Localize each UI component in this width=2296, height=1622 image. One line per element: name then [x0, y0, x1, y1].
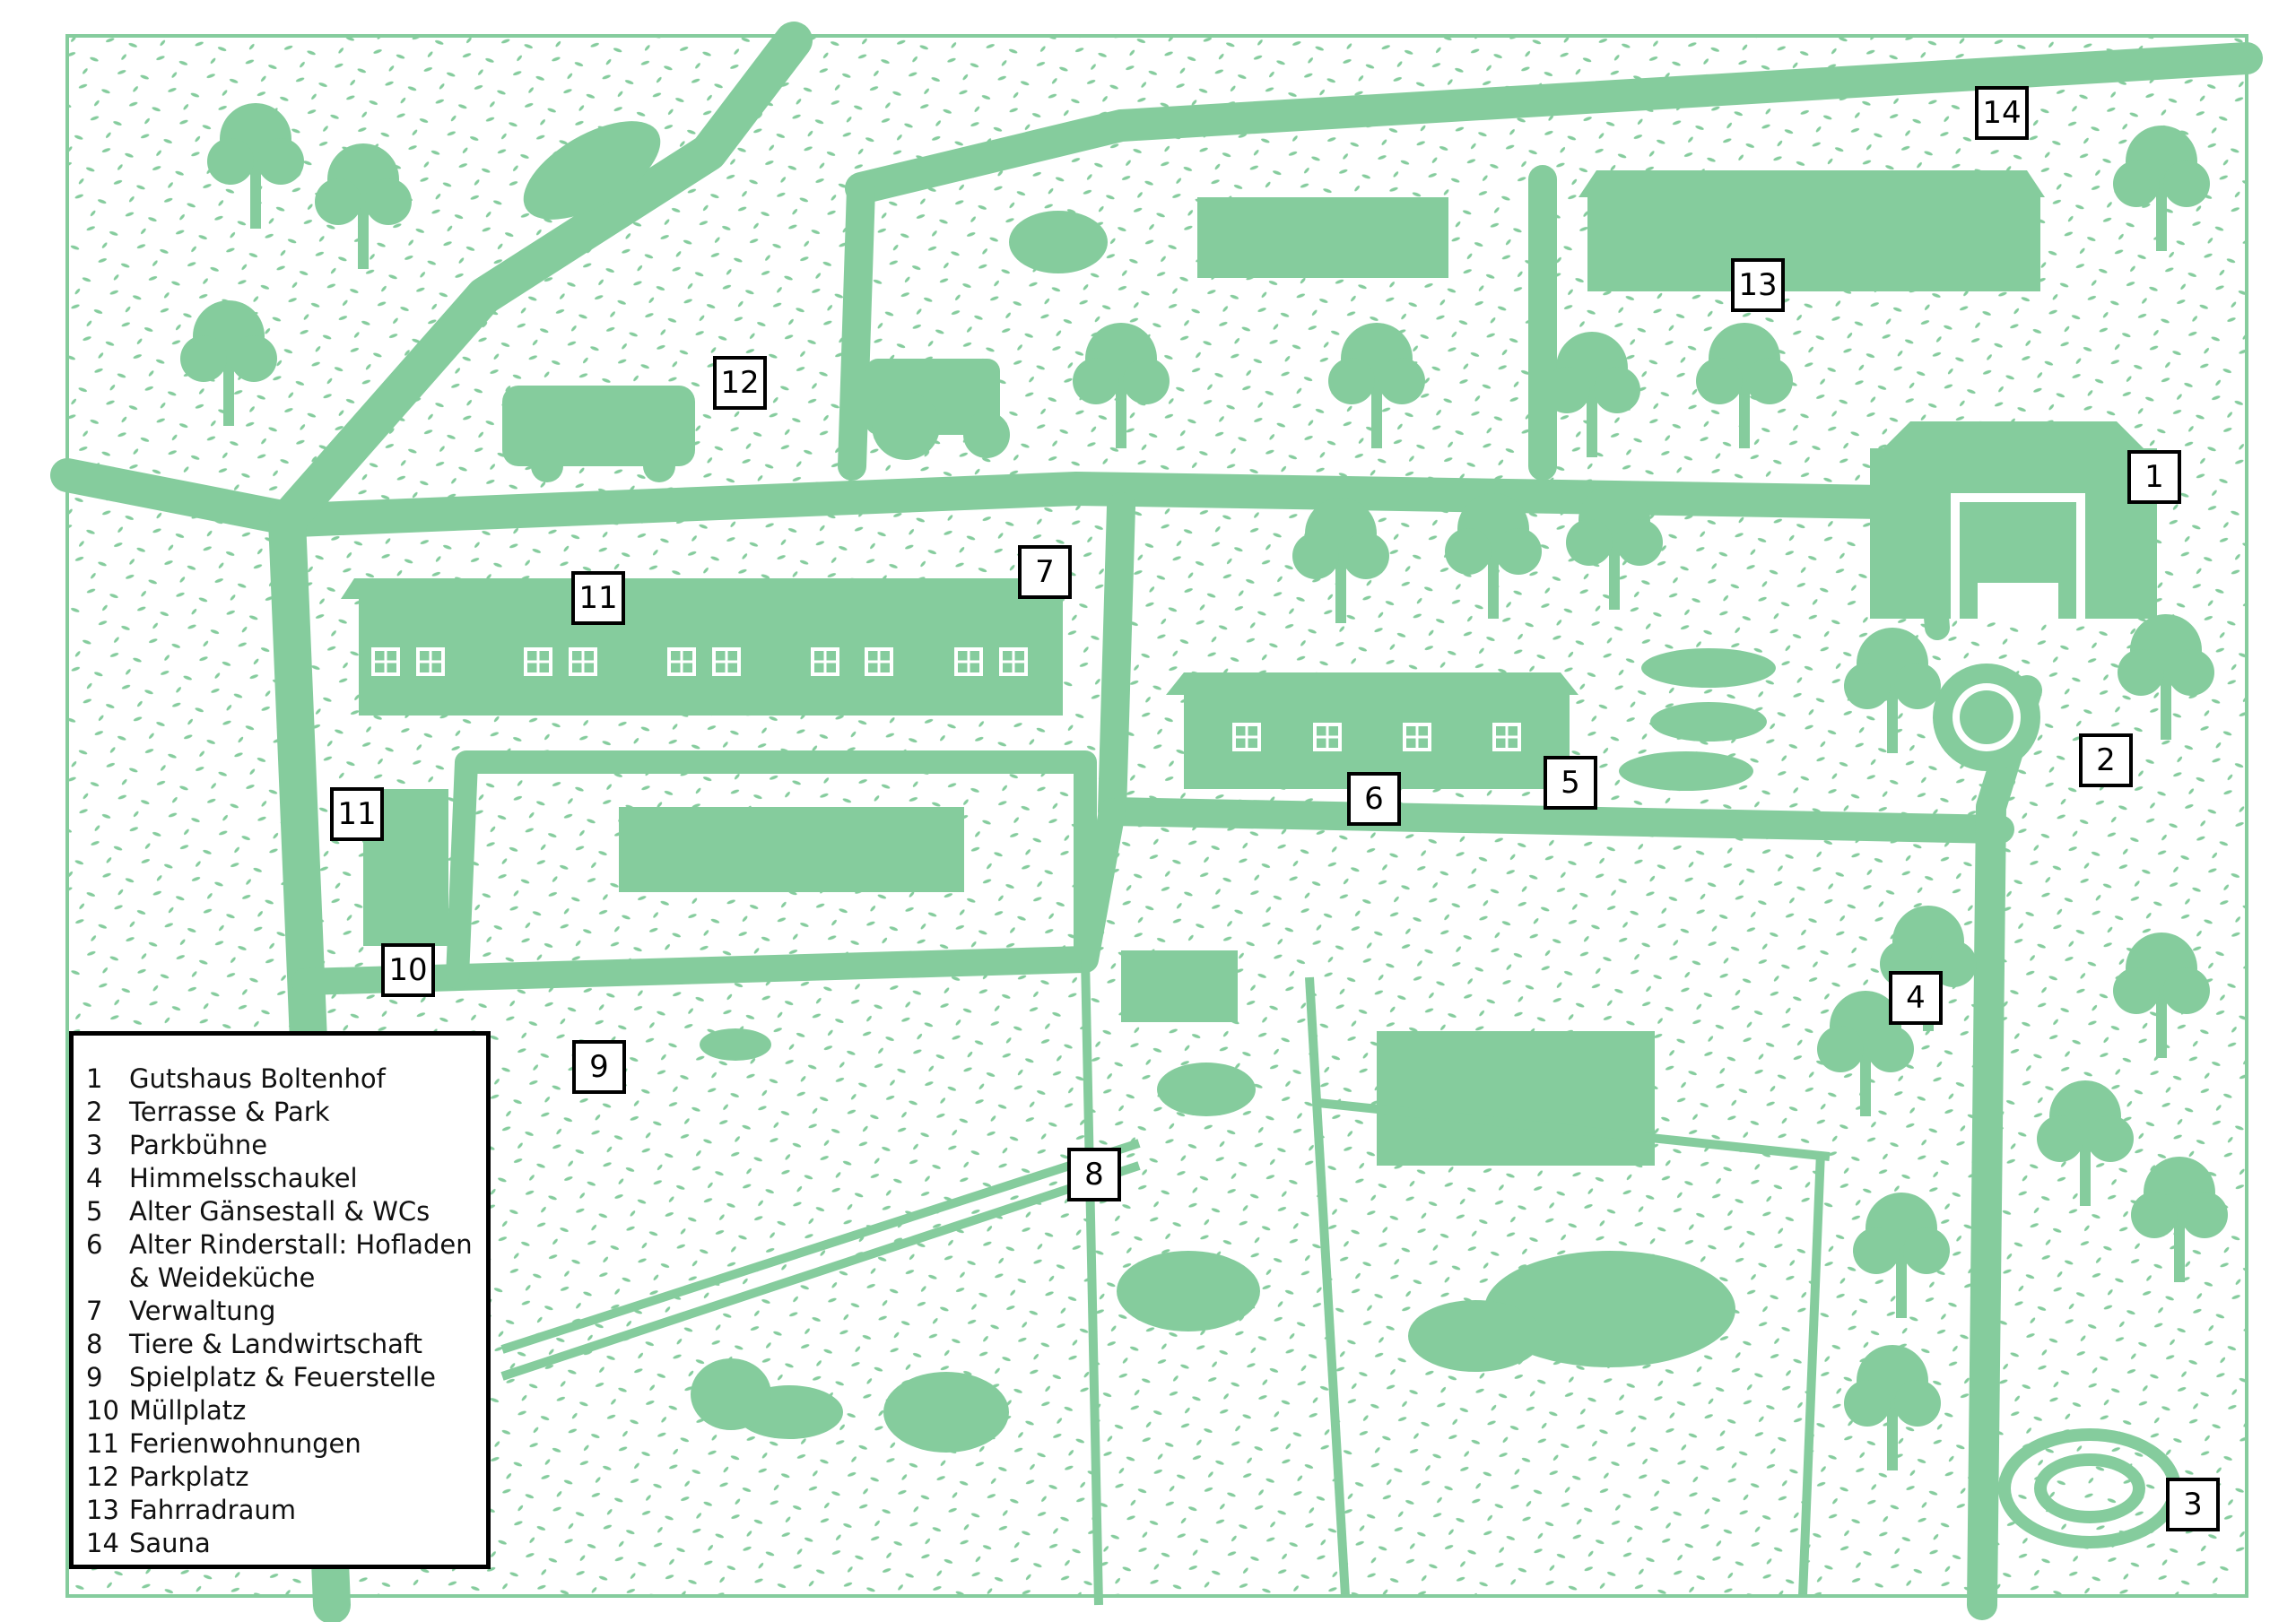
- marker-12[interactable]: 12: [713, 356, 767, 410]
- legend-item: 1 Gutshaus Boltenhof: [86, 1063, 477, 1096]
- stall-building: [1377, 1031, 1655, 1166]
- legend-label: Gutshaus Boltenhof: [129, 1063, 386, 1094]
- legend-label: Parkbühne: [129, 1130, 268, 1160]
- legend-label: Spielplatz & Feuerstelle: [129, 1362, 437, 1392]
- legend-label: Ferienwohnungen: [129, 1428, 361, 1459]
- fences: [500, 958, 1831, 1606]
- legend-item: 14 Sauna: [86, 1527, 477, 1560]
- marker-4[interactable]: 4: [1889, 971, 1943, 1025]
- animals: [691, 1028, 1735, 1453]
- marker-13[interactable]: 13: [1731, 258, 1785, 312]
- gutshaus-building: [1870, 421, 2157, 619]
- legend-label: Alter Rinderstall: Hofladen: [129, 1229, 473, 1260]
- legend-label: Fahrradraum: [129, 1495, 297, 1525]
- marker-9[interactable]: 9: [572, 1040, 626, 1094]
- marker-7[interactable]: 7: [1018, 545, 1072, 599]
- legend-number: 1: [86, 1063, 103, 1094]
- marker-6[interactable]: 6: [1347, 772, 1401, 826]
- legend-label: Tiere & Landwirtschaft: [129, 1329, 422, 1359]
- legend-number: 6: [86, 1229, 103, 1260]
- legend-item: 3 Parkbühne: [86, 1129, 477, 1162]
- legend-number: 14: [86, 1528, 119, 1558]
- map-frame: [65, 34, 2248, 1598]
- legend-item: 2 Terrasse & Park: [86, 1096, 477, 1129]
- legend-item: 5 Alter Gänsestall & WCs: [86, 1195, 477, 1228]
- legend-item: 13 Fahrradraum: [86, 1494, 477, 1527]
- legend-item: 7 Verwaltung: [86, 1295, 477, 1328]
- legend-label: Terrasse & Park: [129, 1097, 330, 1127]
- marker-2[interactable]: 2: [2079, 733, 2133, 787]
- marker-8[interactable]: 8: [1067, 1148, 1121, 1201]
- legend-number: 11: [86, 1428, 119, 1459]
- marker-5[interactable]: 5: [1544, 756, 1597, 810]
- legend-number: 13: [86, 1495, 119, 1525]
- legend-item: 8 Tiere & Landwirtschaft: [86, 1328, 477, 1361]
- legend-number: 5: [86, 1196, 103, 1227]
- legend-item: 6 Alter Rinderstall: Hofladen: [86, 1228, 477, 1262]
- marker-14[interactable]: 14: [1975, 86, 2029, 140]
- legend-number: 7: [86, 1296, 103, 1326]
- legend-number: [86, 1262, 129, 1295]
- marker-1[interactable]: 1: [2127, 450, 2181, 504]
- legend-label: & Weideküche: [129, 1262, 316, 1293]
- marker-3[interactable]: 3: [2166, 1478, 2220, 1531]
- marker-11-house[interactable]: 11: [330, 787, 384, 841]
- vehicles: [502, 121, 1776, 791]
- legend-number: 4: [86, 1163, 103, 1193]
- top-barn: [1197, 197, 1448, 278]
- legend-number: 8: [86, 1329, 103, 1359]
- legend-item: & Weideküche: [86, 1262, 477, 1295]
- legend-item: 4 Himmelsschaukel: [86, 1162, 477, 1195]
- legend-item: 11 Ferienwohnungen: [86, 1427, 477, 1461]
- legend-label: Himmelsschaukel: [129, 1163, 358, 1193]
- legend-number: 3: [86, 1130, 103, 1160]
- shed: [1121, 950, 1238, 1022]
- legend-label: Parkplatz: [129, 1462, 249, 1492]
- legend-label: Müllplatz: [129, 1395, 247, 1426]
- central-barn: [619, 807, 964, 892]
- legend-number: 2: [86, 1097, 103, 1127]
- legend-number: 12: [86, 1462, 119, 1492]
- fahrradraum-building: [1578, 170, 2045, 291]
- legend-label: Verwaltung: [129, 1296, 276, 1326]
- legend-item: 12 Parkplatz: [86, 1461, 477, 1494]
- legend-item: 10 Müllplatz: [86, 1394, 477, 1427]
- marker-11-verwaltung[interactable]: 11: [571, 571, 625, 625]
- legend-label: Alter Gänsestall & WCs: [129, 1196, 430, 1227]
- legend-number: 10: [86, 1395, 119, 1426]
- legend-item: 9 Spielplatz & Feuerstelle: [86, 1361, 477, 1394]
- verwaltung-building: [341, 578, 1072, 716]
- legend-number: 9: [86, 1362, 103, 1392]
- marker-10[interactable]: 10: [381, 943, 435, 997]
- legend-label: Sauna: [129, 1528, 211, 1558]
